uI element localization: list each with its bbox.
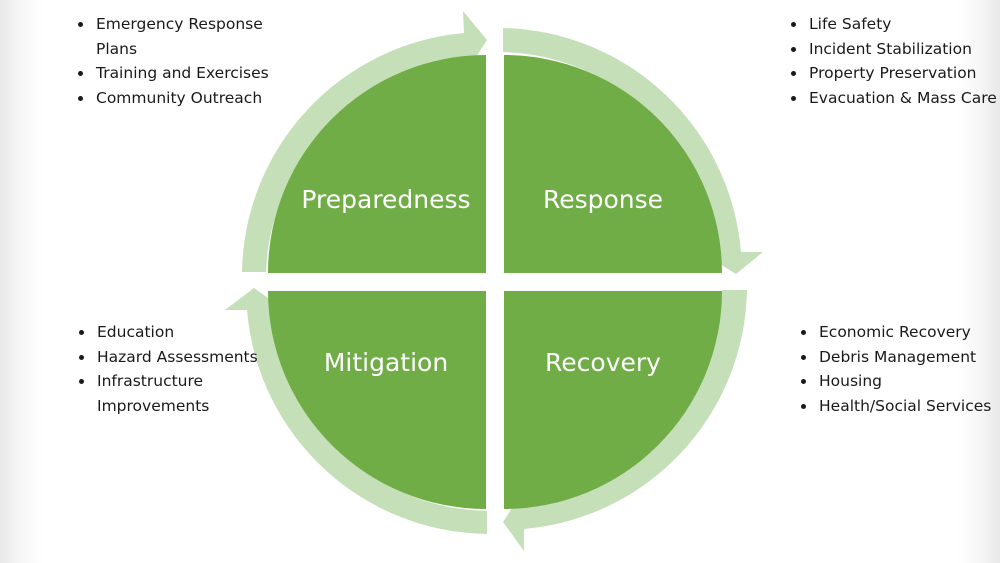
list-item: Training and Exercises [94,61,294,86]
quadrant-preparedness [268,55,486,273]
quadrant-label-preparedness: Preparedness [301,185,470,214]
mitigation-activities-list: Education Hazard Assessments Infrastruct… [65,320,295,418]
list-item: Incident Stabilization [807,37,997,62]
list-item: Life Safety [807,12,997,37]
cycle-arrows [225,11,763,551]
list-item: Community Outreach [94,86,294,111]
list-item: Hazard Assessments [95,345,295,370]
list-item: Health/Social Services [817,394,997,419]
list-item: Education [95,320,295,345]
quadrant-label-mitigation: Mitigation [324,348,448,377]
arrow-to-mitigation [503,290,747,551]
quadrant-mitigation [268,291,486,509]
arrow-to-recovery [503,28,763,274]
list-item: Debris Management [817,345,997,370]
list-item: Evacuation & Mass Care [807,86,997,111]
list-item: Housing [817,369,997,394]
quadrant-response [504,55,722,273]
arrow-to-preparedness [225,288,487,534]
arrow-to-response [242,11,487,272]
list-item: Economic Recovery [817,320,997,345]
preparedness-activities-list: Emergency Response Plans Training and Ex… [64,12,294,110]
quadrant-label-response: Response [543,185,663,214]
cycle-quadrants [268,55,722,509]
list-item: Infrastructure Improvements [95,369,295,418]
recovery-activities-list: Economic Recovery Debris Management Hous… [787,320,997,418]
list-item: Property Preservation [807,61,997,86]
list-item: Emergency Response Plans [94,12,294,61]
response-activities-list: Life Safety Incident Stabilization Prope… [777,12,997,110]
quadrant-recovery [504,291,722,509]
quadrant-label-recovery: Recovery [545,348,661,377]
